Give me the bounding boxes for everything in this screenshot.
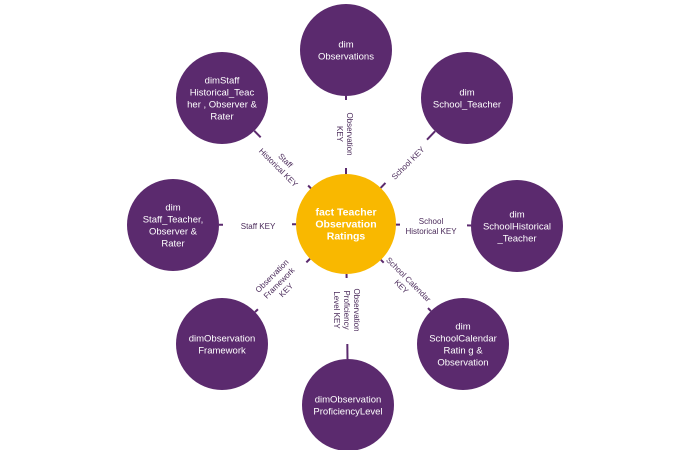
key-label-text: Staff KEY — [241, 222, 276, 231]
key-label-text: ObservationProficiencyLevel KEY — [332, 288, 361, 331]
dimension-label-line: dim — [455, 321, 470, 332]
key-label: ObservationProficiencyLevel KEY — [332, 288, 361, 331]
key-label-text: School CalendarKEY — [377, 256, 432, 311]
dimension-label-line: dimObservation — [189, 333, 256, 344]
key-label: School KEY — [390, 144, 427, 181]
dimension-label-line: School_Teacher — [433, 99, 501, 110]
dimension-label-line: SchoolHistorical — [483, 221, 551, 232]
key-label-text-line: School Calendar — [384, 256, 432, 304]
connector-line — [381, 183, 386, 188]
dimension-label-line: Observation — [437, 357, 488, 368]
connector-line — [381, 260, 384, 263]
key-label-text: ObservationFrameworkKEY — [254, 258, 305, 309]
key-label-text-line: Proficiency — [342, 290, 351, 329]
key-label-text-line: KEY — [335, 126, 344, 143]
connector-line — [306, 259, 310, 263]
connector-line — [428, 308, 431, 311]
dimension-label-line: dimStaff — [205, 75, 240, 86]
dimension-label-line: Observations — [318, 51, 374, 62]
connector-line — [254, 131, 260, 138]
dimension-label-line: ProficiencyLevel — [313, 406, 382, 417]
connector-line — [255, 309, 258, 312]
connector-line — [427, 131, 435, 139]
key-label: StaffHistorical KEY — [257, 139, 307, 189]
key-label: ObservationKEY — [335, 112, 354, 155]
key-label: ObservationFrameworkKEY — [254, 258, 305, 309]
dimension-label-line: Framework — [198, 345, 246, 356]
dimension-label-line: SchoolCalendar — [429, 333, 497, 344]
key-label-text-line: School — [419, 217, 444, 226]
key-label-text: ObservationKEY — [335, 112, 354, 155]
key-label-text-line: Observation — [345, 112, 354, 155]
dimension-label-line: dim — [338, 39, 353, 50]
dimension-label-line: Ratin g & — [443, 345, 483, 356]
dimension-label-line: dim — [509, 209, 524, 220]
dimension-label-line: her , Observer & — [187, 99, 257, 110]
dimension-label-line: dim — [165, 202, 180, 213]
dimension-label-line: dim — [459, 87, 474, 98]
key-label-text-line: Historical KEY — [405, 227, 457, 236]
key-label-text-line: School KEY — [390, 144, 427, 181]
dimension-label-line: _Teacher — [496, 233, 536, 244]
key-label-text-line: Staff KEY — [241, 222, 276, 231]
key-label: School CalendarKEY — [377, 256, 432, 311]
connector-line — [308, 186, 311, 189]
key-label: Staff KEY — [241, 222, 276, 231]
fact-label-line: fact Teacher — [315, 207, 376, 219]
dimension-label-line: Observer & — [149, 226, 198, 237]
dimension-label-line: Staff_Teacher, — [143, 214, 204, 225]
dimension-label-line: Rater — [210, 111, 233, 122]
dimension-label-line: Rater — [161, 238, 184, 249]
dimension-label-line: Historical_Teac — [190, 87, 255, 98]
dimension-label-line: dimObservation — [315, 394, 382, 405]
fact-label-line: Observation — [315, 219, 376, 231]
key-label-text: StaffHistorical KEY — [257, 139, 307, 189]
key-label-text-line: Observation — [352, 288, 361, 331]
fact-label-line: Ratings — [327, 231, 366, 243]
key-label-text: School KEY — [390, 144, 427, 181]
key-label-text-line: Level KEY — [332, 291, 341, 329]
key-label-text-line: Historical KEY — [257, 146, 300, 189]
